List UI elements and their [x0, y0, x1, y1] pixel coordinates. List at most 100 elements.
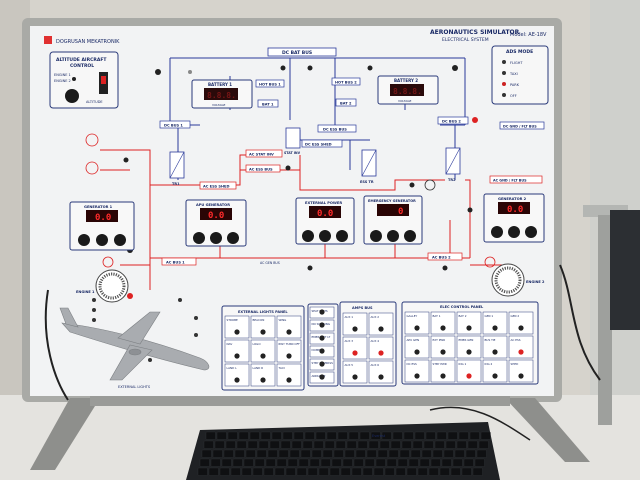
control-cell-switch[interactable]: [414, 325, 420, 331]
control-cell[interactable]: IDG 2: [482, 359, 508, 383]
keyboard-key[interactable]: [274, 467, 285, 476]
switch-dial-red[interactable]: [102, 256, 114, 268]
control-cell[interactable]: AUX 3: [342, 336, 368, 360]
keyboard-key[interactable]: [353, 458, 364, 467]
switch-knob[interactable]: [409, 182, 415, 188]
keyboard-key[interactable]: [252, 467, 263, 476]
keyboard-key[interactable]: [333, 449, 344, 458]
control-cell[interactable]: ANNUN LT: [309, 371, 335, 384]
keyboard-key[interactable]: [335, 440, 346, 449]
control-cell-switch[interactable]: [466, 373, 472, 379]
apu-knob-kva[interactable]: [227, 232, 239, 244]
keyboard-key[interactable]: [392, 431, 403, 440]
control-cell-switch[interactable]: [260, 353, 266, 359]
keyboard-key[interactable]: [368, 440, 379, 449]
keyboard-key[interactable]: [205, 431, 216, 440]
control-cell-switch[interactable]: [440, 349, 446, 355]
keyboard-key[interactable]: [197, 467, 208, 476]
keyboard-key[interactable]: [346, 440, 357, 449]
keyboard-key[interactable]: [324, 440, 335, 449]
control-cell-switch[interactable]: [518, 373, 524, 379]
control-cell-switch[interactable]: [286, 377, 292, 383]
light-led[interactable]: [178, 298, 182, 302]
keyboard-key[interactable]: [414, 431, 425, 440]
control-cell-switch[interactable]: [319, 361, 325, 367]
control-cell-switch[interactable]: [414, 349, 420, 355]
control-cell[interactable]: SEAT BELTS: [309, 306, 335, 319]
keyboard-key[interactable]: [478, 440, 489, 449]
control-cell-switch[interactable]: [440, 373, 446, 379]
control-cell[interactable]: NAV: [224, 339, 250, 363]
keyboard-key[interactable]: [370, 431, 381, 440]
keyboard-key[interactable]: [309, 458, 320, 467]
keyboard-key[interactable]: [340, 467, 351, 476]
control-cell[interactable]: WING: [276, 315, 302, 339]
control-cell[interactable]: IDG 1: [456, 359, 482, 383]
keyboard-key[interactable]: [456, 440, 467, 449]
keyboard-key[interactable]: [216, 431, 227, 440]
keyboard-key[interactable]: [436, 431, 447, 440]
switch-knob[interactable]: [467, 207, 473, 213]
apu-knob-hz[interactable]: [210, 232, 222, 244]
keyboard-key[interactable]: [285, 467, 296, 476]
switch-knob[interactable]: [280, 65, 286, 71]
control-cell-switch[interactable]: [518, 325, 524, 331]
keyboard-key[interactable]: [241, 467, 252, 476]
keyboard-key[interactable]: [293, 431, 304, 440]
generator-2-knob-volt[interactable]: [491, 226, 503, 238]
keyboard-key[interactable]: [276, 458, 287, 467]
keyboard-key[interactable]: [359, 431, 370, 440]
keyboard-key[interactable]: [454, 449, 465, 458]
keyboard-key[interactable]: [208, 467, 219, 476]
control-cell-switch[interactable]: [319, 309, 325, 315]
ads-option-led[interactable]: [502, 60, 506, 64]
keyboard-key[interactable]: [423, 440, 434, 449]
keyboard-key[interactable]: [234, 449, 245, 458]
keyboard-key[interactable]: [373, 467, 384, 476]
control-cell[interactable]: LAND L: [224, 363, 250, 387]
light-led[interactable]: [194, 333, 198, 337]
control-cell-switch[interactable]: [492, 325, 498, 331]
ads-option-led[interactable]: [502, 71, 506, 75]
control-cell[interactable]: AUX 1: [342, 312, 368, 336]
keyboard-key[interactable]: [419, 458, 430, 467]
ext-knob-kva[interactable]: [336, 230, 348, 242]
control-cell[interactable]: STBY COMPASS: [309, 358, 335, 371]
control-cell[interactable]: GALLEY: [404, 311, 430, 335]
keyboard-key[interactable]: [315, 431, 326, 440]
control-cell-switch[interactable]: [378, 350, 384, 356]
keyboard-key[interactable]: [441, 458, 452, 467]
control-cell[interactable]: STBY PWR: [430, 359, 456, 383]
keyboard-key[interactable]: [269, 440, 280, 449]
generator-1-knob-volt[interactable]: [78, 234, 90, 246]
switch-knob[interactable]: [155, 69, 161, 75]
keyboard-key[interactable]: [296, 467, 307, 476]
control-cell[interactable]: GEN 2: [508, 311, 534, 335]
keyboard-key[interactable]: [307, 467, 318, 476]
control-cell-switch[interactable]: [414, 373, 420, 379]
light-led[interactable]: [92, 318, 96, 322]
keyboard-key[interactable]: [388, 449, 399, 458]
keyboard-key[interactable]: [348, 431, 359, 440]
control-cell-switch[interactable]: [234, 353, 240, 359]
keyboard-key[interactable]: [362, 467, 373, 476]
control-cell[interactable]: BUS TIE: [482, 335, 508, 359]
keyboard-key[interactable]: [249, 431, 260, 440]
keyboard-key[interactable]: [443, 449, 454, 458]
keyboard-key[interactable]: [476, 449, 487, 458]
keyboard-key[interactable]: [245, 449, 256, 458]
keyboard-key[interactable]: [434, 440, 445, 449]
control-cell[interactable]: DC ESS: [404, 359, 430, 383]
control-cell-switch[interactable]: [466, 349, 472, 355]
control-cell[interactable]: STROBE: [224, 315, 250, 339]
keyboard-key[interactable]: [280, 440, 291, 449]
keyboard-key[interactable]: [265, 458, 276, 467]
keyboard-key[interactable]: [412, 440, 423, 449]
altitude-switch[interactable]: [72, 77, 76, 81]
control-cell-switch[interactable]: [319, 374, 325, 380]
keyboard-key[interactable]: [212, 449, 223, 458]
control-cell[interactable]: EXT PWR: [430, 335, 456, 359]
keyboard-key[interactable]: [337, 431, 348, 440]
keyboard-key[interactable]: [461, 467, 472, 476]
light-led[interactable]: [92, 308, 96, 312]
